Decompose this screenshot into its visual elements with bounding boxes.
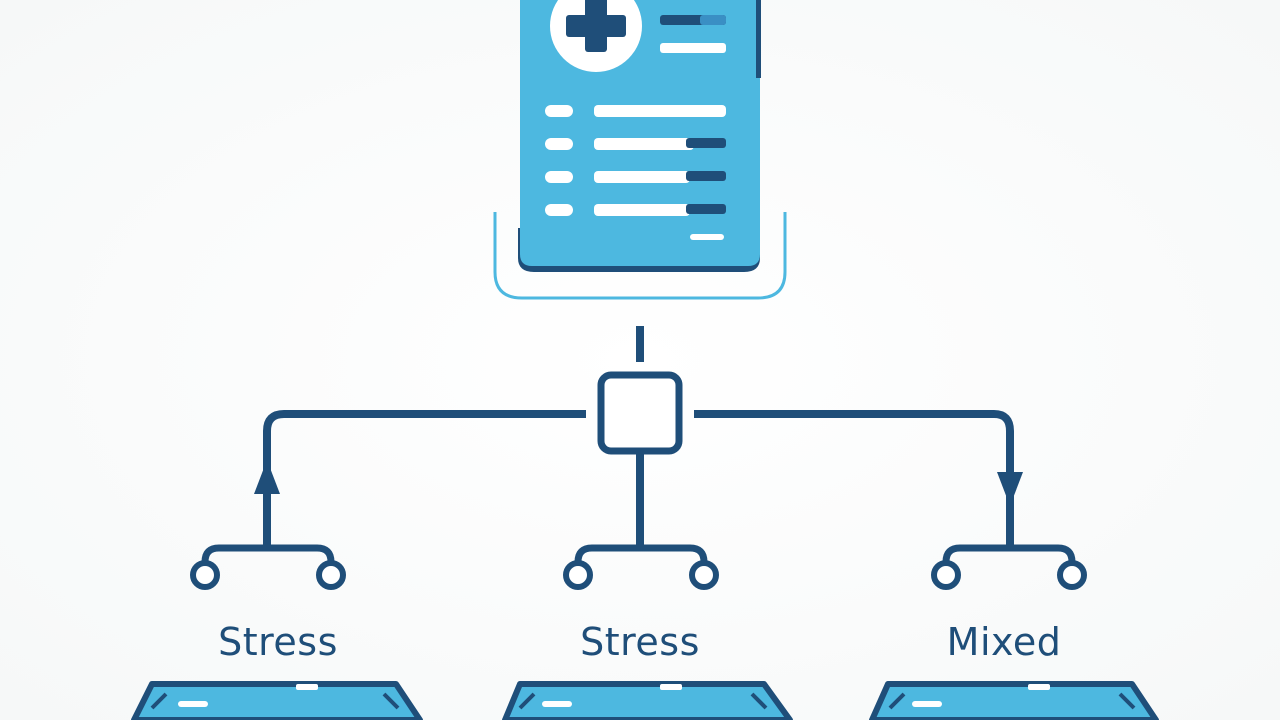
document-edge bbox=[756, 0, 761, 78]
medical-record-icon bbox=[493, 0, 787, 300]
fork-connector-icon bbox=[201, 544, 1076, 566]
fork-terminal-icons bbox=[190, 560, 1087, 590]
header-line-1-highlight bbox=[700, 15, 726, 25]
arrow-up-icon bbox=[254, 460, 280, 494]
bottom-tray-left bbox=[131, 681, 423, 720]
arrow-down-icon bbox=[997, 472, 1023, 506]
bottom-tray-middle bbox=[502, 681, 793, 720]
node-label-right: Mixed bbox=[946, 620, 1062, 664]
square-node-icon bbox=[597, 371, 683, 455]
document-rows bbox=[545, 105, 726, 240]
branch-right bbox=[694, 410, 1014, 548]
node-label-middle: Stress bbox=[580, 620, 700, 664]
medical-cross-icon bbox=[550, 0, 642, 72]
branch-lines bbox=[263, 410, 1014, 548]
document-tray-outline bbox=[493, 212, 787, 300]
header-line-2 bbox=[660, 43, 726, 53]
node-label-left: Stress bbox=[218, 620, 338, 664]
branch-left bbox=[263, 410, 586, 548]
stem-connector bbox=[636, 326, 644, 362]
bottom-tray-right bbox=[869, 681, 1159, 720]
